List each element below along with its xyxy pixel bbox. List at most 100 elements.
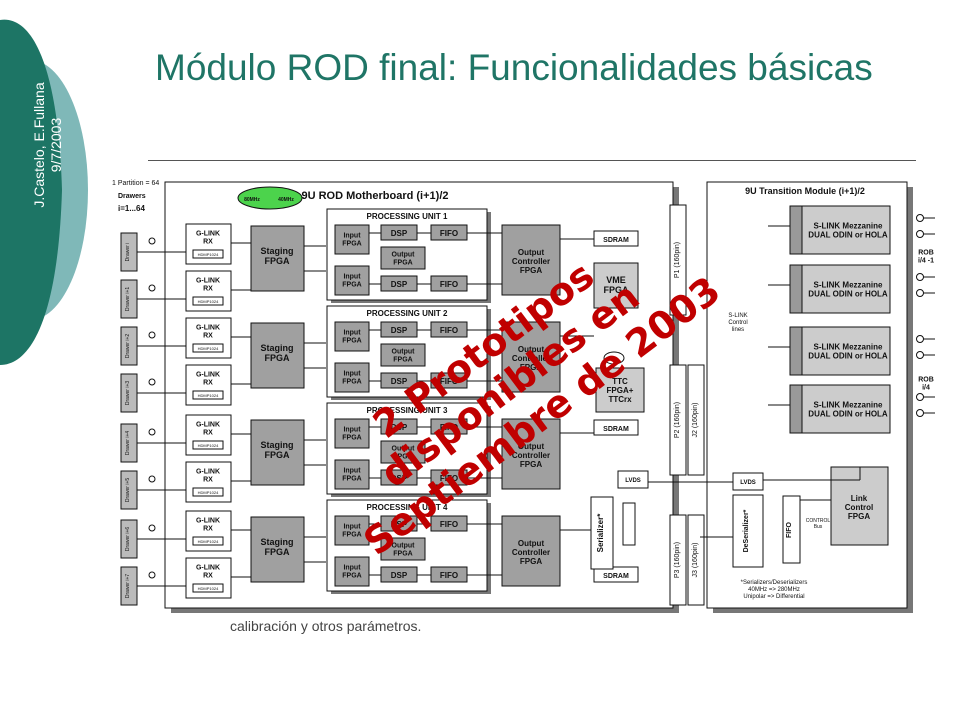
input-fpga-label: FPGA — [342, 240, 361, 247]
input-fpga-block — [334, 515, 370, 546]
staging-fpga-block — [250, 225, 305, 292]
output-controller-block — [501, 224, 561, 296]
input-connector — [148, 428, 156, 436]
output-controller-label: Output — [518, 345, 545, 354]
slink-label: S-LINK Mezzanine — [814, 221, 883, 230]
drawers-range: i=1...64 — [118, 204, 145, 213]
glink-rx-label: G-LINK — [196, 564, 220, 571]
input-fpga-label: Input — [343, 426, 361, 433]
input-fpga-label: FPGA — [342, 434, 361, 441]
dsp-label: DSP — [391, 280, 408, 289]
serializer-footnote: Unipolar => Differential — [743, 594, 804, 600]
glink-rx-label: RX — [203, 285, 213, 292]
input-fpga-label: FPGA — [342, 572, 361, 579]
glink-rx-label: RX — [203, 238, 213, 245]
lvds-label-tm: LVDS — [740, 480, 756, 486]
fifo-label-tm: FIFO — [786, 521, 793, 537]
input-fpga-block — [334, 418, 370, 449]
fifo-block-tm — [782, 495, 801, 564]
input-fpga-label: Input — [343, 523, 361, 530]
staging-fpga-label: FPGA — [264, 256, 290, 266]
sdram-label: SDRAM — [603, 573, 629, 580]
input-fpga-label: FPGA — [342, 378, 361, 385]
connector-label: J2 (160pin) — [692, 402, 699, 437]
fifo-label: FIFO — [440, 229, 458, 238]
slink-control-label: S-LINK — [728, 313, 747, 319]
backplane-connector — [669, 364, 687, 476]
dsp-label: DSP — [391, 326, 408, 335]
input-fpga-label: Input — [343, 329, 361, 336]
connector-label: J3 (160pin) — [692, 542, 699, 577]
slide-title: Módulo ROD final: Funcionalidades básica… — [155, 47, 873, 88]
dsp-label: DSP — [391, 423, 408, 432]
staging-fpga-label: Staging — [261, 343, 294, 353]
input-fpga-label: Input — [343, 370, 361, 377]
glink-chip — [192, 536, 224, 546]
backplane-connector — [687, 364, 705, 476]
partition-note: 1 Partition = 64 — [112, 180, 159, 187]
rob-label-1: ROB — [918, 249, 934, 256]
control-bus-label: Bus — [814, 524, 823, 530]
drawer-label: Drawer i+2 — [125, 334, 131, 359]
clock-80-label: 80MHz — [244, 197, 260, 203]
glink-rx-label: G-LINK — [196, 371, 220, 378]
staging-fpga-label: Staging — [261, 537, 294, 547]
output-fpga-block — [380, 246, 426, 270]
fifo-label: FIFO — [440, 520, 458, 529]
fifo-label: FIFO — [440, 377, 458, 386]
link-control-label: FPGA — [848, 512, 870, 521]
output-controller-label: Output — [518, 442, 545, 451]
rob-connector — [916, 214, 924, 222]
glink-rx-label: G-LINK — [196, 230, 220, 237]
drawer-label: Drawer i+4 — [125, 431, 131, 456]
output-controller-block — [501, 418, 561, 490]
output-controller-label: Output — [518, 248, 545, 257]
drawer-label: Drawer i+5 — [125, 478, 131, 503]
output-fpga-block — [380, 440, 426, 464]
output-controller-label: Controller — [512, 548, 550, 557]
glink-rx-label: RX — [203, 572, 213, 579]
glink-rx-label: RX — [203, 379, 213, 386]
output-fpga-label: FPGA — [393, 259, 412, 266]
glink-rx-label: G-LINK — [196, 468, 220, 475]
serializer-label: Serializer* — [596, 513, 605, 553]
rob-connector — [916, 351, 924, 359]
output-fpga-label: FPGA — [393, 356, 412, 363]
slink-label: S-LINK Mezzanine — [814, 342, 883, 351]
sdram-block — [593, 419, 639, 436]
slink-label: DUAL ODIN or HOLA — [808, 289, 888, 298]
glink-chip — [192, 343, 224, 353]
staging-fpga-label: Staging — [261, 246, 294, 256]
input-fpga-label: Input — [343, 232, 361, 239]
glink-chip-label: HDMP1024 — [198, 393, 219, 398]
processing-unit-title: PROCESSING UNIT 2 — [367, 309, 448, 318]
output-controller-label: FPGA — [520, 460, 542, 469]
slink-mezzanine-block — [789, 326, 891, 376]
staging-fpga-label: Staging — [261, 440, 294, 450]
input-fpga-block — [334, 556, 370, 587]
rob-label-1: i/4 -1 — [918, 257, 934, 264]
vme-fpga-label: FPGA — [603, 285, 629, 295]
output-controller-block — [501, 515, 561, 587]
output-controller-label: FPGA — [520, 266, 542, 275]
input-fpga-label: FPGA — [342, 475, 361, 482]
input-fpga-block — [334, 224, 370, 255]
staging-fpga-block — [250, 516, 305, 583]
glink-rx-label: RX — [203, 525, 213, 532]
input-fpga-block — [334, 459, 370, 490]
slink-control-label: lines — [732, 327, 744, 333]
slink-connector — [789, 384, 803, 434]
glink-rx-label: G-LINK — [196, 277, 220, 284]
output-controller-block — [501, 321, 561, 393]
glink-chip-label: HDMP1024 — [198, 490, 219, 495]
slink-mezzanine-block — [789, 384, 891, 434]
output-fpga-label: Output — [392, 445, 416, 452]
slink-mezzanine-block — [789, 264, 891, 314]
input-fpga-label: Input — [343, 564, 361, 571]
output-controller-label: Controller — [512, 354, 550, 363]
staging-fpga-label: FPGA — [264, 353, 290, 363]
output-fpga-label: FPGA — [393, 550, 412, 557]
sdram-label: SDRAM — [603, 426, 629, 433]
glink-chip — [192, 296, 224, 306]
